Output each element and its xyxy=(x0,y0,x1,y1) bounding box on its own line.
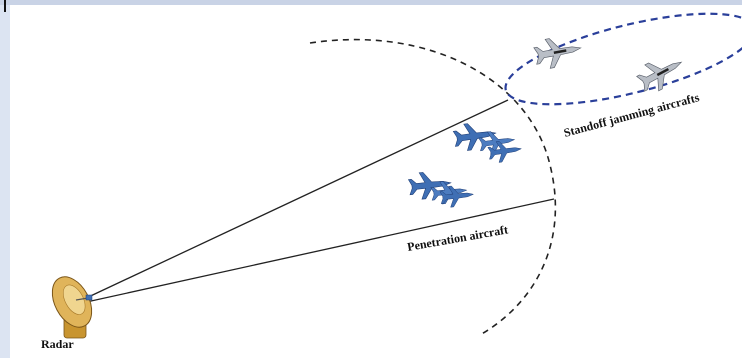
beam-line-lower xyxy=(81,198,555,304)
edge-mark xyxy=(4,0,6,12)
radar-label: Radar xyxy=(41,337,74,351)
jammer-aircraft-2 xyxy=(633,48,689,98)
jamming-orbit xyxy=(504,12,742,106)
penetration-aircraft-label: Penetration aircraft xyxy=(406,222,509,254)
radar-dish-icon xyxy=(51,276,93,339)
detection-boundary-arc xyxy=(309,38,557,336)
standoff-jamming-label: Standoff jamming aircrafts xyxy=(562,90,701,140)
diagram-canvas: Radar Penetration aircraft Standoff jamm… xyxy=(10,5,742,358)
jammer-aircraft-1 xyxy=(532,32,584,72)
top-strip xyxy=(0,0,742,5)
beam-line-upper xyxy=(81,99,509,301)
radar-jamming-diagram: Radar Penetration aircraft Standoff jamm… xyxy=(41,12,742,351)
